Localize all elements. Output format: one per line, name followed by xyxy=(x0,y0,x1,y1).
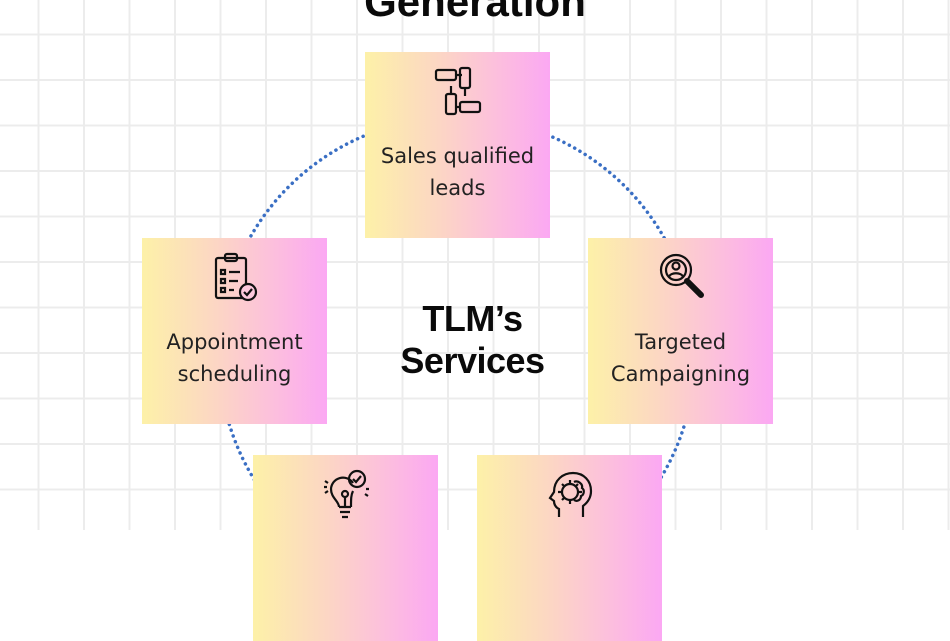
clipboard-check-icon xyxy=(214,252,257,302)
search-person-icon xyxy=(659,253,704,298)
lightbulb-check-icon xyxy=(323,469,369,519)
center-title: TLM’s Services xyxy=(400,298,545,381)
service-innovation xyxy=(253,455,438,641)
diagram-title: Generation xyxy=(364,0,586,25)
head-gear-brain-icon xyxy=(548,471,592,517)
hands-teamwork-icon xyxy=(434,66,481,116)
service-strategy xyxy=(477,455,662,641)
